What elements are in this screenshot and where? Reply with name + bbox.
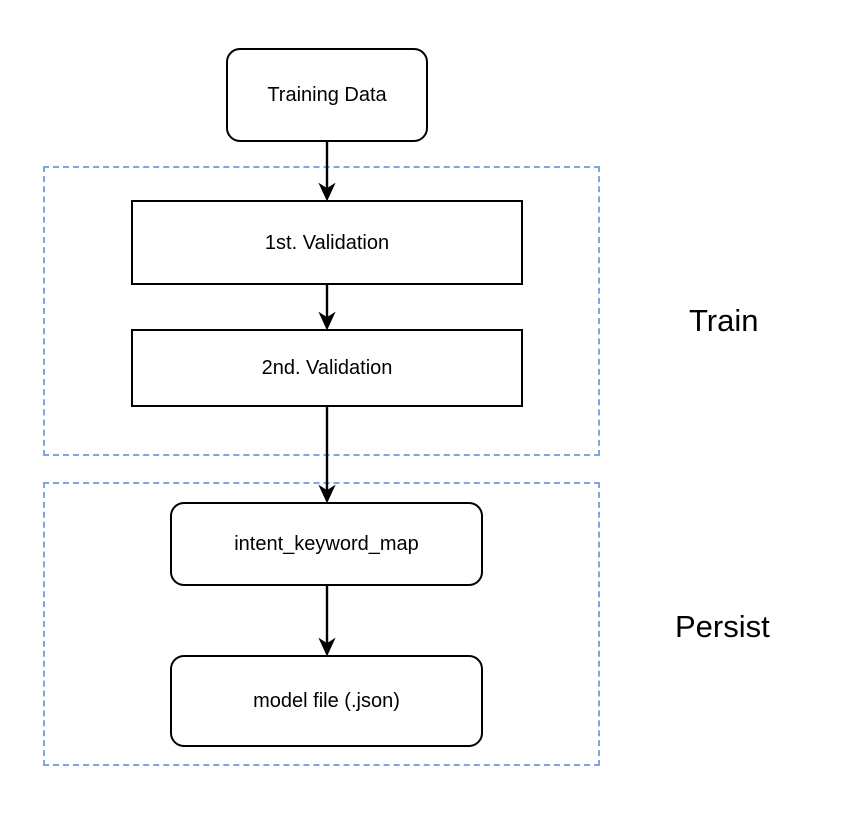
node-intent-keyword-map-label: intent_keyword_map xyxy=(234,533,419,555)
group-label-persist: Persist xyxy=(675,609,770,644)
group-box-train xyxy=(43,166,600,456)
node-training-data-label: Training Data xyxy=(267,84,387,106)
node-second-validation[interactable]: 2nd. Validation xyxy=(131,329,523,407)
node-second-validation-label: 2nd. Validation xyxy=(261,357,393,379)
node-intent-keyword-map[interactable]: intent_keyword_map xyxy=(170,502,483,586)
node-model-file-label: model file (.json) xyxy=(253,690,400,712)
group-label-train: Train xyxy=(689,303,759,338)
node-first-validation-label: 1st. Validation xyxy=(264,231,390,254)
node-first-validation[interactable]: 1st. Validation xyxy=(131,200,523,285)
node-training-data[interactable]: Training Data xyxy=(226,48,428,142)
node-model-file[interactable]: model file (.json) xyxy=(170,655,483,747)
group-box-persist xyxy=(43,482,600,766)
